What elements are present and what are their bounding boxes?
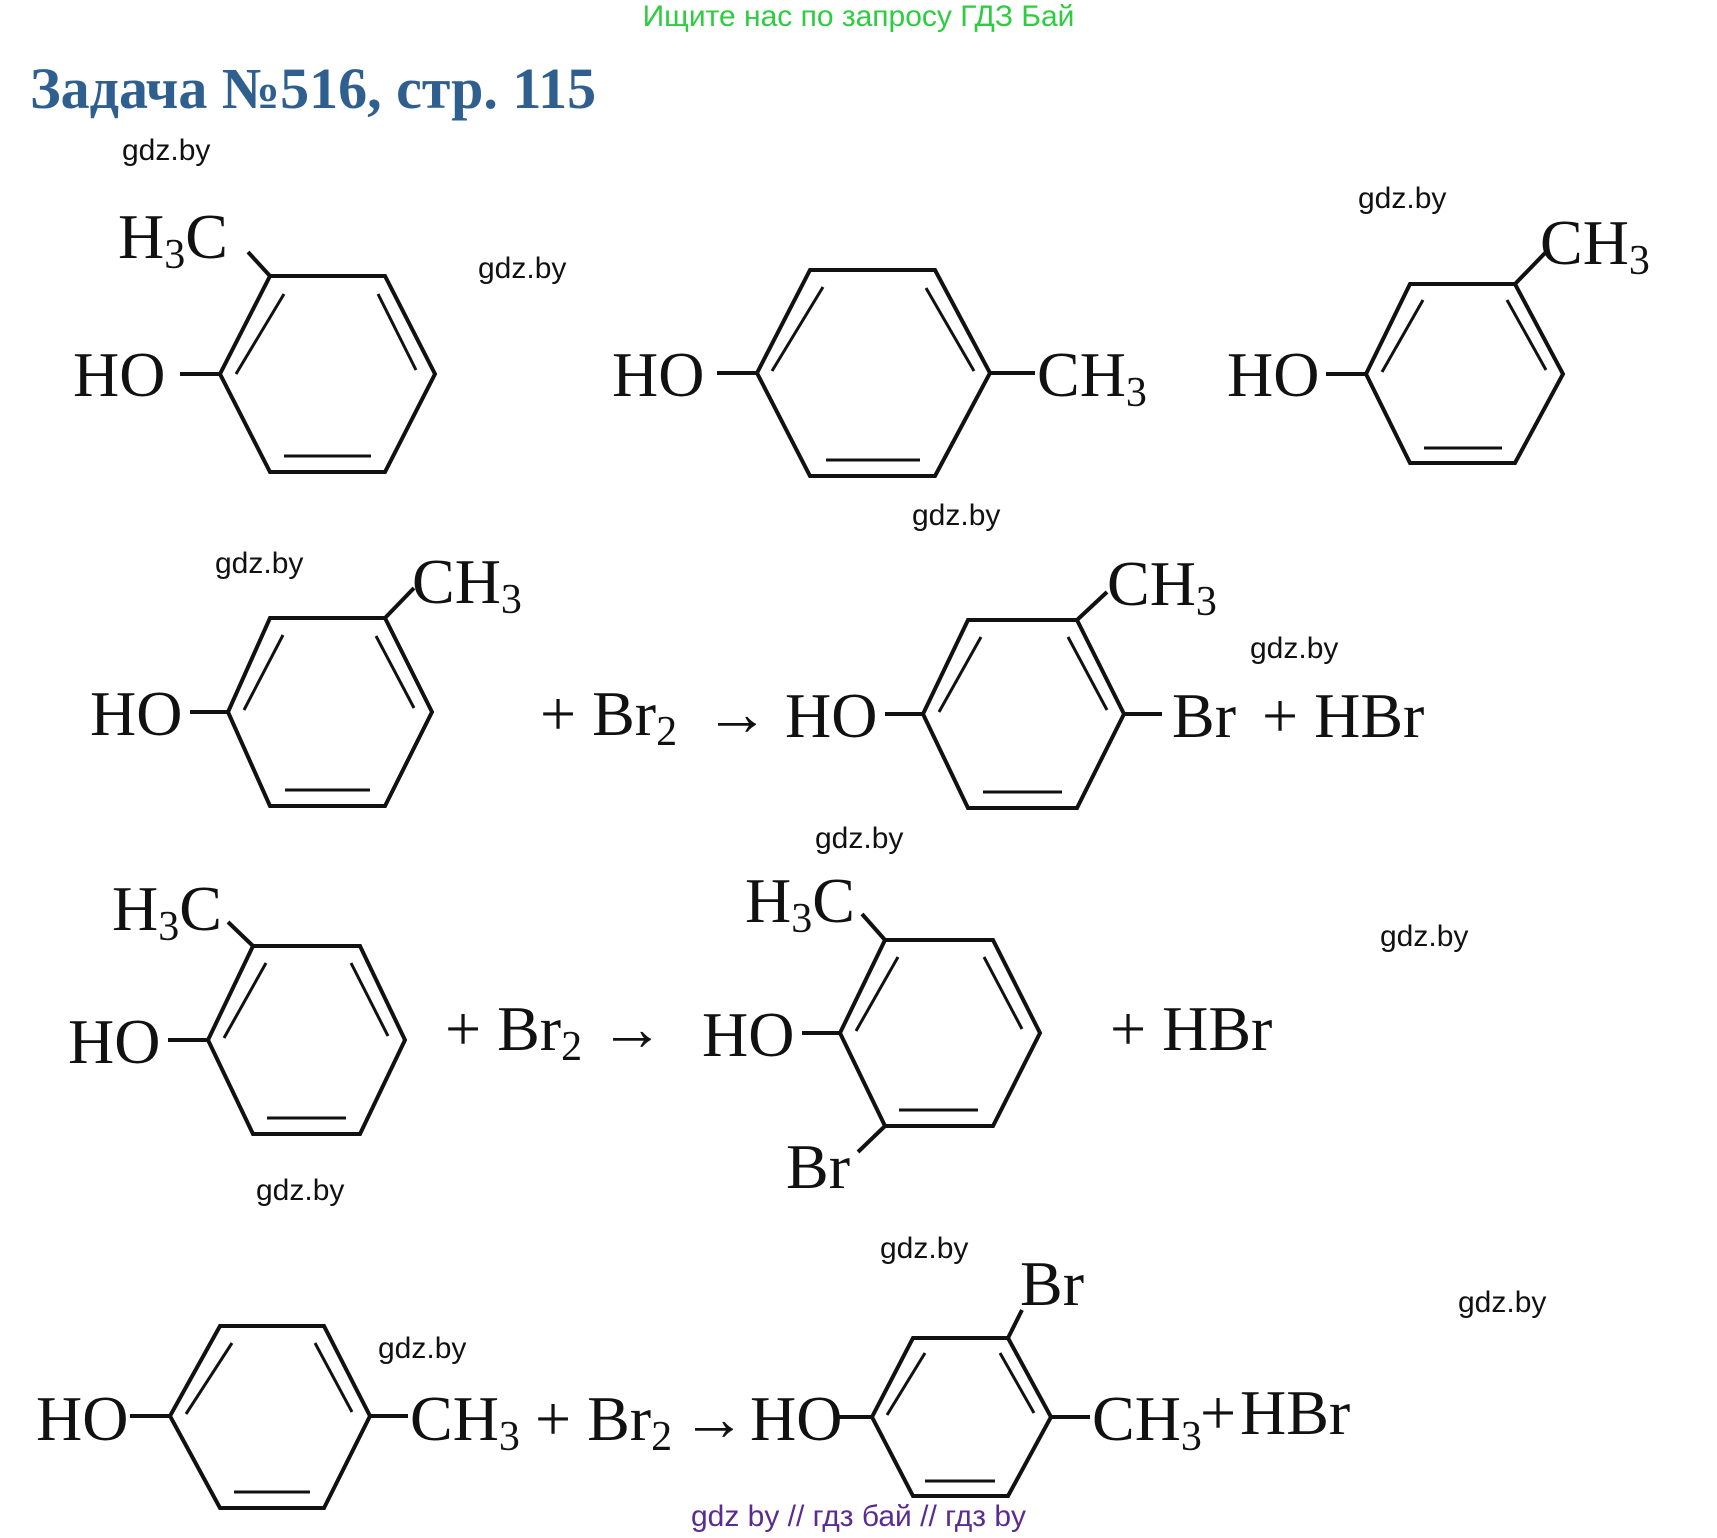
reaction-3-product: HO H3C Br: [702, 865, 1043, 1202]
hydroxyl-label: HO: [612, 339, 704, 410]
methyl-label: H3C: [112, 873, 222, 950]
double-bond: [234, 293, 286, 375]
methyl-label: H3C: [118, 201, 228, 278]
o-cresol-structure: HO H3C: [73, 201, 438, 474]
methyl-label: H3C: [745, 865, 855, 942]
methyl-label: CH3: [1107, 548, 1217, 625]
double-bond: [982, 956, 1024, 1030]
double-bond: [184, 1342, 234, 1415]
watermark: gdz.by: [815, 822, 903, 855]
double-bond: [937, 636, 983, 713]
double-bond: [349, 962, 390, 1037]
methyl-label: CH3: [1092, 1383, 1202, 1460]
watermark: gdz.by: [478, 252, 566, 285]
watermark: gdz.by: [1358, 182, 1446, 215]
double-bond: [1066, 636, 1109, 711]
reaction-arrow: →: [600, 993, 664, 1064]
methyl-bond: [246, 250, 272, 278]
reaction-arrow: →: [705, 678, 769, 749]
bromine-label: Br: [786, 1131, 850, 1202]
hydroxyl-label: HO: [36, 1383, 128, 1454]
double-bond: [998, 1352, 1036, 1414]
top-banner: Ищите нас по запросу ГДЗ Бай: [642, 0, 1075, 33]
benzene-ring: [920, 618, 1127, 810]
double-bond: [374, 635, 416, 709]
benzene-ring: [837, 938, 1043, 1128]
m-cresol-structure: HO CH3: [1227, 207, 1650, 465]
watermark: gdz.by: [122, 134, 210, 167]
methyl-bond: [383, 586, 416, 620]
reaction-2-product: HO CH3 Br: [785, 548, 1236, 810]
methyl-label: CH3: [410, 1383, 520, 1460]
watermark: gdz.by: [1458, 1286, 1546, 1319]
bromine-label: Br: [1020, 1248, 1084, 1319]
double-bond: [854, 956, 900, 1032]
reagent-br2: + Br2: [535, 1383, 672, 1460]
byproduct-hbr: + HBr: [1262, 680, 1424, 751]
bromine-label: Br: [1172, 680, 1236, 751]
hydroxyl-label: HO: [702, 999, 794, 1070]
p-cresol-structure: HO CH3: [612, 268, 1147, 478]
methyl-bond: [226, 920, 255, 948]
watermark: gdz.by: [256, 1174, 344, 1207]
double-bond: [242, 634, 285, 711]
double-bond: [222, 962, 268, 1039]
benzene-ring: [1363, 282, 1566, 465]
methyl-label: CH3: [412, 546, 522, 623]
benzene-ring: [217, 274, 438, 474]
methyl-bond: [860, 912, 887, 942]
reaction-arrow: →: [682, 1383, 746, 1454]
benzene-ring: [225, 616, 435, 808]
methyl-label: CH3: [1540, 207, 1650, 284]
reaction-3-reactant: HO H3C: [68, 873, 408, 1136]
hydroxyl-label: HO: [73, 339, 165, 410]
hydroxyl-label: HO: [90, 678, 182, 749]
reaction-4-reactant: HO CH3: [36, 1324, 520, 1510]
methyl-label: CH3: [1037, 339, 1147, 416]
br-bond: [856, 1124, 887, 1154]
double-bond: [376, 293, 418, 371]
double-bond: [885, 1352, 927, 1416]
reagent-br2: + Br2: [540, 678, 677, 755]
br-bond: [1006, 1309, 1024, 1339]
watermark: gdz.by: [1250, 632, 1338, 665]
reaction-2-reactant: HO CH3: [90, 546, 522, 808]
double-bond: [313, 1342, 354, 1413]
methyl-bond: [1513, 250, 1548, 286]
methyl-bond: [1075, 590, 1109, 622]
reagent-br2: + Br2: [445, 993, 582, 1070]
double-bond: [770, 286, 825, 372]
byproduct-hbr: + HBr: [1110, 993, 1272, 1064]
byproduct-hbr: HBr: [1240, 1377, 1350, 1448]
double-bond: [924, 287, 976, 372]
watermark: gdz.by: [1380, 920, 1468, 953]
reaction-4-product: HO Br CH3: [750, 1248, 1202, 1498]
watermark: gdz.by: [912, 499, 1000, 532]
footer-watermark: gdz by // гдз бай // гдз by: [690, 1500, 1027, 1533]
benzene-ring: [869, 1336, 1054, 1498]
double-bond: [1380, 299, 1425, 373]
benzene-ring: [205, 944, 408, 1136]
byproduct-plus: +: [1200, 1377, 1236, 1448]
hydroxyl-label: HO: [785, 680, 877, 751]
page-title: Задача №516, стр. 115: [30, 56, 597, 121]
hydroxyl-label: HO: [68, 1006, 160, 1077]
watermark: gdz.by: [880, 1232, 968, 1265]
double-bond: [1505, 299, 1548, 371]
watermark: gdz.by: [215, 547, 303, 580]
hydroxyl-label: HO: [750, 1383, 842, 1454]
hydroxyl-label: HO: [1227, 339, 1319, 410]
benzene-ring: [754, 268, 993, 478]
watermark: gdz.by: [378, 1332, 466, 1365]
benzene-ring: [167, 1324, 373, 1510]
